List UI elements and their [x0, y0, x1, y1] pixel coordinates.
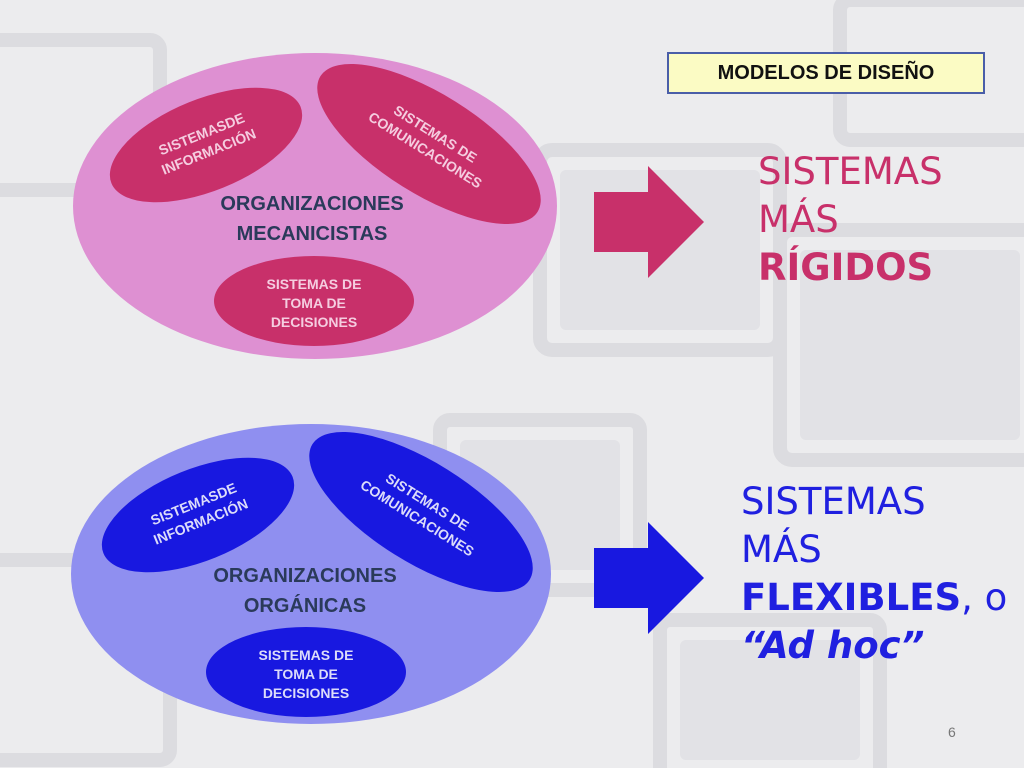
- mech-center-label-1: ORGANIZACIONES: [220, 193, 403, 215]
- flex-line-1: SISTEMAS: [741, 480, 926, 523]
- flex-bold-word: FLEXIBLES: [741, 576, 962, 619]
- rigid-line-3: RÍGIDOS: [758, 246, 934, 289]
- org-dec-label-3: DECISIONES: [263, 685, 349, 701]
- slide-title: MODELOS DE DISEÑO: [667, 52, 985, 94]
- flex-suffix: , o: [961, 576, 1008, 619]
- org-center-label-2: ORGÁNICAS: [244, 594, 366, 617]
- mechanistic-group: SISTEMASDE INFORMACIÓN SISTEMAS DE COMUN…: [73, 53, 704, 359]
- flex-line-2: MÁS: [741, 528, 822, 571]
- org-info-pill: SISTEMASDE INFORMACIÓN: [101, 457, 295, 573]
- mech-dec-pill: SISTEMAS DE TOMA DE DECISIONES: [214, 256, 414, 346]
- mech-arrow: [594, 166, 704, 278]
- org-dec-pill: SISTEMAS DE TOMA DE DECISIONES: [206, 627, 406, 717]
- mech-info-pill: SISTEMASDE INFORMACIÓN: [109, 87, 303, 203]
- mech-dec-label-2: TOMA DE: [282, 295, 346, 311]
- mech-dec-label-1: SISTEMAS DE: [267, 276, 362, 292]
- rigid-line-1: SISTEMAS: [758, 150, 943, 193]
- flexible-result-text: SISTEMAS MÁS FLEXIBLES, o “Ad hoc”: [741, 478, 1007, 670]
- org-dec-label-1: SISTEMAS DE: [259, 647, 354, 663]
- rigid-line-2: MÁS: [758, 198, 839, 241]
- mech-center-label-2: MECANICISTAS: [237, 223, 388, 245]
- organic-group: SISTEMASDE INFORMACIÓN SISTEMAS DE COMUN…: [71, 424, 704, 724]
- org-arrow: [594, 522, 704, 634]
- mech-dec-label-3: DECISIONES: [271, 314, 357, 330]
- rigid-result-text: SISTEMAS MÁS RÍGIDOS: [758, 148, 943, 292]
- org-dec-label-2: TOMA DE: [274, 666, 338, 682]
- flex-line-4: “Ad hoc”: [741, 624, 925, 667]
- flex-line-3: FLEXIBLES, o: [741, 574, 1007, 622]
- page-number: 6: [948, 724, 956, 740]
- org-center-label-1: ORGANIZACIONES: [213, 565, 396, 587]
